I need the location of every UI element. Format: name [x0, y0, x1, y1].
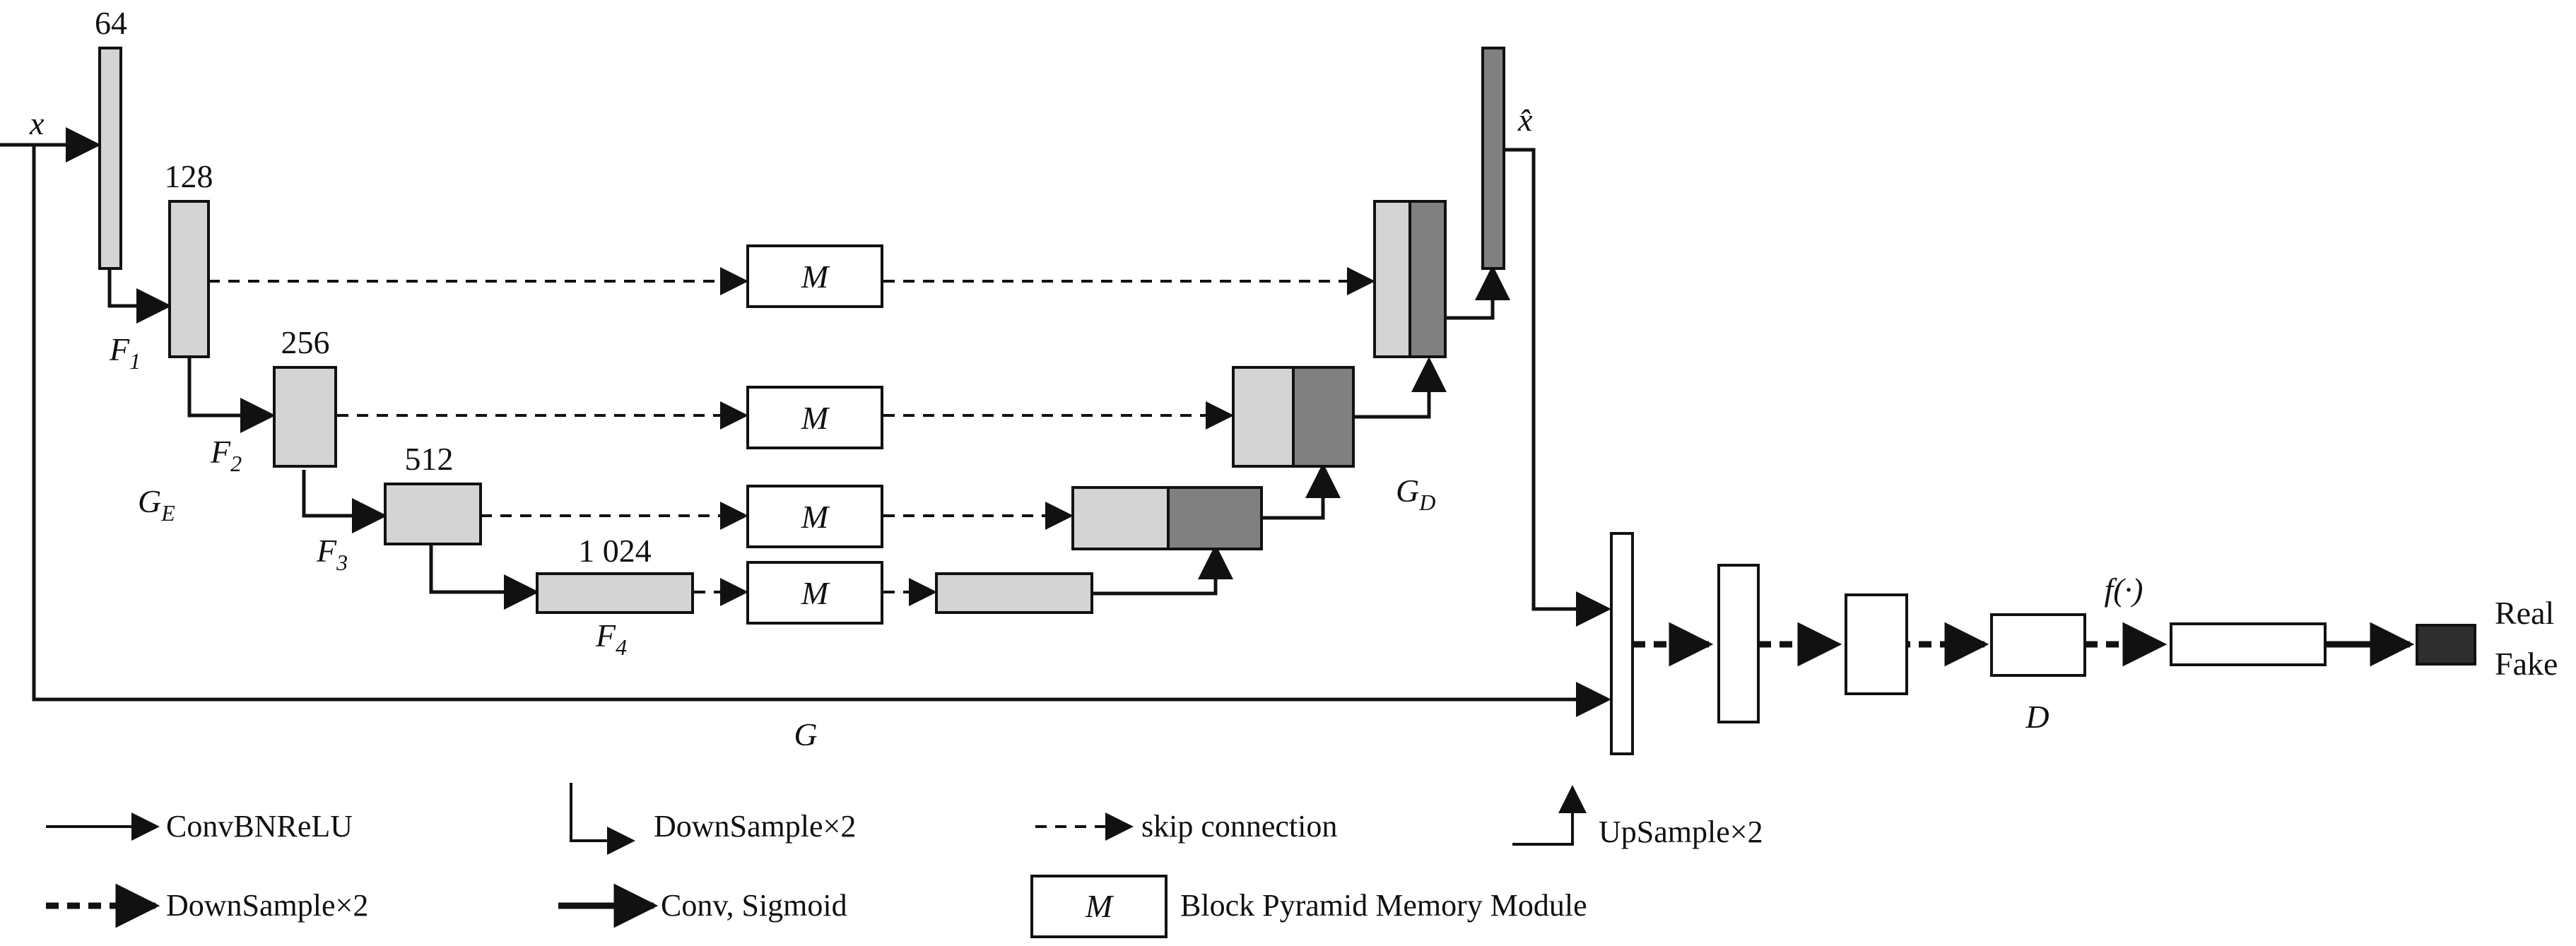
decoder-block-1	[935, 572, 1093, 614]
legend-conv-sigmoid-label: Conv, Sigmoid	[661, 888, 847, 923]
legend-upsample-label: UpSample×2	[1599, 815, 1763, 849]
down-arrow-4	[429, 544, 539, 610]
feature-function-label: f(·)	[2105, 572, 2143, 608]
output-fake-label: Fake	[2495, 646, 2558, 682]
encoder-name: GE	[138, 483, 175, 526]
disc-block-2	[1717, 564, 1760, 723]
disc-block-3	[1845, 593, 1908, 695]
feature-label-f1: F1	[109, 331, 141, 374]
memory-label-3: M	[801, 499, 830, 535]
memory-label-2: M	[801, 400, 830, 436]
skip-connections	[208, 267, 1375, 606]
encoder-block-128	[168, 200, 210, 358]
channel-label-512: 512	[405, 441, 454, 477]
channel-label-64: 64	[95, 5, 127, 41]
encoder-block-256	[273, 366, 337, 468]
down-arrow-3	[302, 470, 387, 533]
legend-downsample-solid-label: DownSample×2	[654, 809, 856, 844]
generator-label: G	[794, 716, 817, 752]
memory-label-1: M	[801, 259, 830, 295]
diagram-labels: x 64 128 256 512 1 024 F1 F2 F3 F4 GE GD…	[29, 5, 2558, 752]
feature-label-f2: F2	[210, 434, 242, 476]
decoder-name: GD	[1396, 473, 1435, 515]
encoder-blocks	[98, 47, 694, 614]
encoder-block-512	[384, 483, 482, 545]
feature-label-f3: F3	[316, 533, 348, 575]
memory-module-2	[746, 386, 883, 449]
decoder-output-block	[1481, 47, 1505, 270]
decoder-block-3-light	[1232, 366, 1295, 468]
memory-module-1	[746, 244, 883, 308]
reconstruction-line	[1484, 148, 1611, 627]
legend-skip-label: skip connection	[1141, 809, 1337, 844]
down-arrow-2	[187, 357, 276, 433]
memory-label-4: M	[801, 575, 830, 611]
bypass-line	[32, 145, 1611, 717]
disc-block-5	[2170, 622, 2327, 666]
legend-memory-label: Block Pyramid Memory Module	[1180, 888, 1587, 923]
memory-module-3	[746, 485, 883, 548]
decoder-block-2-light	[1071, 486, 1170, 550]
up-arrow-1	[1092, 544, 1233, 596]
down-arrow-1	[107, 268, 172, 324]
decoder-block-2-dark	[1167, 486, 1263, 550]
disc-block-1	[1610, 532, 1634, 755]
legend-memory-symbol	[1030, 875, 1168, 938]
output-label: x̂	[1517, 102, 1533, 138]
discriminator-label: D	[2025, 699, 2049, 735]
memory-module-4	[746, 561, 883, 625]
decoder-block-3-dark	[1292, 366, 1355, 468]
legend-memory-symbol-label: M	[1085, 888, 1114, 924]
up-arrow-3	[1353, 357, 1447, 419]
memory-modules	[746, 244, 883, 625]
encoder-block-64	[98, 47, 122, 270]
up-arrow-2	[1261, 463, 1341, 520]
up-arrow-4	[1445, 265, 1510, 320]
channel-label-128: 128	[165, 158, 213, 194]
disc-block-4	[1990, 613, 2086, 677]
encoder-block-1024	[536, 572, 694, 614]
channel-label-1024: 1 024	[578, 533, 652, 569]
discriminator-blocks	[1610, 532, 2476, 755]
legend-downsample-solid-symbol	[570, 783, 635, 855]
output-real-label: Real	[2495, 595, 2554, 631]
legend-downsample-dashed-label: DownSample×2	[166, 888, 368, 923]
feature-label-f4: F4	[595, 617, 627, 660]
decoder-blocks	[935, 47, 1505, 614]
decoder-block-4-dark	[1408, 200, 1447, 358]
legend: ConvBNReLU DownSample×2 skip connection …	[46, 783, 1763, 938]
legend-convbnrelu-label: ConvBNReLU	[166, 809, 353, 844]
input-label: x	[29, 105, 45, 141]
channel-label-256: 256	[281, 324, 330, 360]
decoder-block-4-light	[1373, 200, 1411, 358]
disc-output-block	[2416, 624, 2476, 666]
legend-upsample-symbol	[1512, 785, 1587, 846]
diagram-lines	[0, 127, 2415, 717]
